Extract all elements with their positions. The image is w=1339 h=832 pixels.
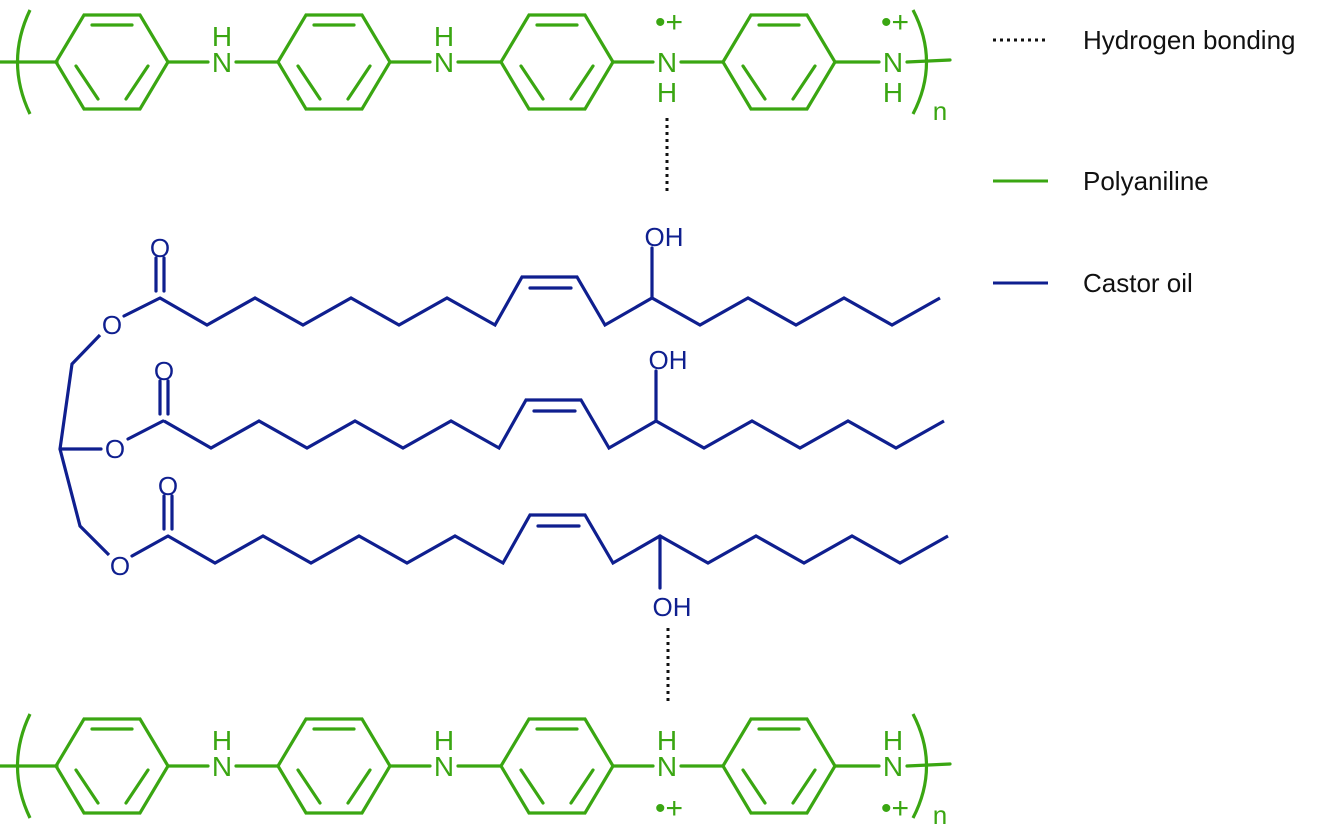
- nitrogen-atom: N: [883, 751, 903, 782]
- double-bond: [296, 768, 322, 805]
- double-bond: [519, 64, 545, 101]
- nitrogen-atom: N: [212, 47, 232, 78]
- nitrogen-atom: N: [657, 751, 677, 782]
- nitrogen-atom: N: [434, 751, 454, 782]
- benzene-ring: [276, 717, 392, 815]
- double-bond: [346, 768, 372, 805]
- legend-item: Hydrogen bonding: [993, 25, 1296, 55]
- benzene-ring: [276, 13, 392, 111]
- carbonyl-oxygen: O: [150, 233, 170, 263]
- radical-cation-label: •+: [881, 792, 909, 825]
- benzene-ring: [499, 13, 615, 111]
- repeat-unit-n: n: [933, 800, 947, 830]
- bond: [126, 419, 165, 441]
- hydrogen-atom: H: [883, 725, 903, 756]
- nitrogen-atom: N: [657, 47, 677, 78]
- legend-label: Polyaniline: [1083, 166, 1209, 196]
- hydrogen-atom: H: [434, 21, 454, 52]
- carbonyl-oxygen: O: [158, 471, 178, 501]
- bond: [905, 58, 952, 64]
- hydrogen-atom: H: [434, 725, 454, 756]
- double-bond: [741, 64, 767, 101]
- castor-oil-triglyceride: O O O: [58, 296, 170, 581]
- ester-oxygen: O: [102, 310, 122, 340]
- legend-item: Polyaniline: [993, 166, 1209, 196]
- nitrogen-atom: N: [212, 751, 232, 782]
- hydrogen-atom: H: [657, 77, 677, 108]
- bond: [130, 534, 170, 558]
- fatty-acid-chain: O OH: [150, 222, 941, 328]
- double-bond: [519, 768, 545, 805]
- hydroxyl-label: OH: [653, 592, 692, 622]
- double-bond: [791, 768, 817, 805]
- double-bond: [124, 64, 150, 101]
- benzene-ring: [54, 717, 170, 815]
- double-bond: [74, 768, 100, 805]
- nitrogen-atom: N: [434, 47, 454, 78]
- double-bond: [74, 64, 100, 101]
- double-bond: [741, 768, 767, 805]
- legend-item: Castor oil: [993, 268, 1193, 298]
- radical-cation-label: •+: [655, 792, 683, 825]
- repeat-unit-n: n: [933, 96, 947, 126]
- double-bond: [296, 64, 322, 101]
- nitrogen-atom: N: [883, 47, 903, 78]
- benzene-ring: [721, 717, 837, 815]
- bond: [122, 296, 162, 318]
- carbon-chain: [163, 398, 945, 451]
- hydrogen-atom: H: [212, 725, 232, 756]
- double-bond: [124, 768, 150, 805]
- hydrogen-atom: H: [657, 725, 677, 756]
- hydrogen-atom: H: [212, 21, 232, 52]
- bond: [905, 762, 952, 768]
- double-bond: [569, 64, 595, 101]
- double-bond: [346, 64, 372, 101]
- legend-label: Hydrogen bonding: [1083, 25, 1296, 55]
- fatty-acid-chain: O OH: [158, 471, 949, 622]
- hydroxyl-label: OH: [645, 222, 684, 252]
- radical-cation-label: •+: [655, 6, 683, 39]
- hydrogen-atom: H: [883, 77, 903, 108]
- double-bond: [569, 768, 595, 805]
- ester-oxygen: O: [105, 434, 125, 464]
- hydroxyl-label: OH: [649, 345, 688, 375]
- legend-label: Castor oil: [1083, 268, 1193, 298]
- ester-oxygen: O: [110, 551, 130, 581]
- benzene-ring: [54, 13, 170, 111]
- radical-cation-label: •+: [881, 6, 909, 39]
- benzene-ring: [721, 13, 837, 111]
- carbon-chain: [167, 513, 949, 566]
- fatty-acid-chain: O OH: [154, 345, 945, 451]
- carbonyl-oxygen: O: [154, 356, 174, 386]
- carbon-chain: [159, 275, 941, 328]
- benzene-ring: [499, 717, 615, 815]
- glycerol-backbone: [58, 333, 111, 557]
- double-bond: [791, 64, 817, 101]
